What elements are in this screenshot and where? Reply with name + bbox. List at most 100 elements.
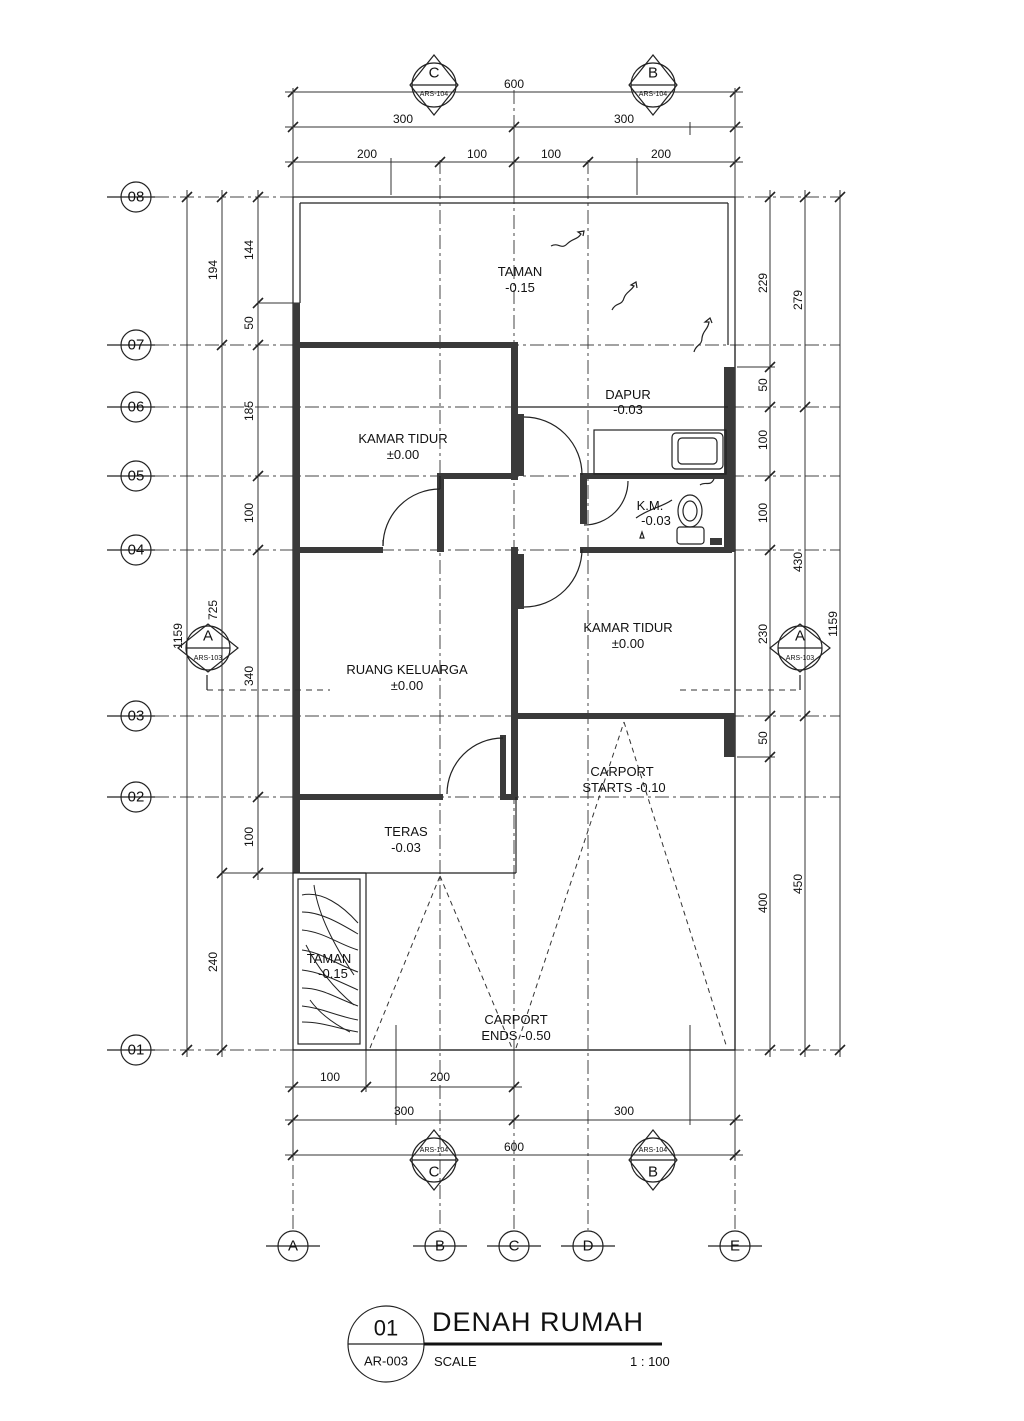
section-marker-bottom-b: ARS-104 B xyxy=(628,1129,678,1191)
room-dapur-level: -0.03 xyxy=(613,402,643,417)
dim-top-part-3: 100 xyxy=(541,147,561,161)
doors xyxy=(382,416,629,795)
section-marker-left-a: A ARS-103 xyxy=(177,623,239,673)
row-bubble-05: 05 xyxy=(107,460,155,492)
room-kamar-tidur-1-level: ±0.00 xyxy=(387,447,419,462)
room-kamar-tidur-1-name: KAMAR TIDUR xyxy=(358,431,447,446)
bottom-dimensions: 100 200 300 300 600 xyxy=(285,1025,743,1161)
column-bubble-b: B xyxy=(413,1230,467,1262)
section-cut-lines xyxy=(206,675,801,691)
top-dimensions: 600 300 300 200 100 100 200 xyxy=(285,77,743,195)
svg-text:08: 08 xyxy=(128,189,145,206)
taman-hatch xyxy=(301,884,359,1033)
row-bubble-06: 06 xyxy=(107,391,155,423)
dim-top-half-1: 300 xyxy=(393,112,413,126)
svg-text:B: B xyxy=(435,1238,445,1255)
column-bubble-d: D xyxy=(561,1230,615,1262)
fixtures xyxy=(593,429,727,545)
dim-top-part-1: 200 xyxy=(357,147,377,161)
dim-top-half-2: 300 xyxy=(614,112,634,126)
room-km-name: K.M. xyxy=(637,498,664,513)
row-bubble-02: 02 xyxy=(107,781,155,813)
row-bubble-08: 08 xyxy=(107,181,155,213)
svg-text:03: 03 xyxy=(128,708,145,725)
dim-right-mid-2: 430 xyxy=(791,552,805,572)
dim-right-inner-5: 230 xyxy=(756,624,770,644)
room-carport-end-name: CARPORT xyxy=(484,1012,547,1027)
room-carport-start-name: CARPORT xyxy=(590,764,653,779)
section-marker-top-b: B ARS-104 xyxy=(628,54,678,116)
room-labels: TAMAN -0.15 DAPUR -0.03 KAMAR TIDUR ±0.0… xyxy=(307,264,673,1043)
dim-left-inner-6: 100 xyxy=(242,827,256,847)
drawing-title: DENAH RUMAH xyxy=(432,1307,644,1337)
dim-right-inner-4: 100 xyxy=(756,503,770,523)
dim-right-inner-6: 50 xyxy=(756,731,770,745)
row-bubble-07: 07 xyxy=(107,329,155,361)
room-taman-top-name: TAMAN xyxy=(498,264,543,279)
room-ruang-keluarga-level: ±0.00 xyxy=(391,678,423,693)
room-taman-bottom-name: TAMAN xyxy=(307,951,352,966)
room-taman-bottom-level: -0.15 xyxy=(318,966,348,981)
row-bubble-01: 01 xyxy=(107,1034,155,1066)
dim-top-part-2: 100 xyxy=(467,147,487,161)
svg-text:C: C xyxy=(429,65,440,82)
dim-bottom-part-1: 100 xyxy=(320,1070,340,1084)
drawing-number: 01 xyxy=(374,1316,398,1341)
dim-bottom-total: 600 xyxy=(504,1140,524,1154)
svg-text:C: C xyxy=(429,1164,440,1181)
row-bubble-03: 03 xyxy=(107,700,155,732)
walls xyxy=(293,303,735,873)
room-dapur-name: DAPUR xyxy=(605,387,651,402)
dim-left-mid-1: 194 xyxy=(206,260,220,280)
garden-symbols xyxy=(550,230,713,353)
svg-text:ARS-104: ARS-104 xyxy=(420,1147,449,1154)
dim-left-mid-3: 240 xyxy=(206,952,220,972)
svg-text:04: 04 xyxy=(128,542,145,559)
svg-text:ARS-104: ARS-104 xyxy=(639,91,668,98)
svg-text:C: C xyxy=(509,1238,520,1255)
scale-value: 1 : 100 xyxy=(630,1354,670,1369)
dim-left-inner-1: 144 xyxy=(242,240,256,260)
column-bubble-a: A xyxy=(266,1230,320,1262)
dim-right-inner-7: 400 xyxy=(756,893,770,913)
svg-text:A: A xyxy=(203,628,213,645)
svg-text:D: D xyxy=(583,1238,594,1255)
svg-text:07: 07 xyxy=(128,337,145,354)
svg-text:ARS-104: ARS-104 xyxy=(420,91,449,98)
carport-slope-lines xyxy=(369,721,728,1049)
svg-text:E: E xyxy=(730,1238,740,1255)
dim-left-inner-4: 100 xyxy=(242,503,256,523)
dim-bottom-half-1: 300 xyxy=(394,1104,414,1118)
dim-left-inner-5: 340 xyxy=(242,666,256,686)
section-markers: C ARS-104 B ARS-104 ARS-104 C ARS-104 B xyxy=(177,54,831,1191)
room-ruang-keluarga-name: RUANG KELUARGA xyxy=(346,662,468,677)
room-kamar-tidur-2-level: ±0.00 xyxy=(612,636,644,651)
title-block: 01 AR-003 DENAH RUMAH SCALE 1 : 100 xyxy=(347,1305,670,1383)
svg-text:B: B xyxy=(648,1164,658,1181)
room-teras-name: TERAS xyxy=(384,824,428,839)
dim-left-inner-2: 50 xyxy=(242,316,256,330)
dim-right-mid-3: 450 xyxy=(791,874,805,894)
dim-left-outer: 1159 xyxy=(171,623,185,649)
column-bubble-c: C xyxy=(487,1230,541,1262)
svg-text:02: 02 xyxy=(128,789,145,806)
dim-left-inner-3: 185 xyxy=(242,401,256,421)
dim-right-inner-1: 229 xyxy=(756,273,770,293)
interior-lines xyxy=(293,406,735,1051)
row-bubble-04: 04 xyxy=(107,534,155,566)
dim-left-mid-2: 725 xyxy=(206,600,220,620)
room-teras-level: -0.03 xyxy=(391,840,421,855)
svg-text:ARS-104: ARS-104 xyxy=(639,1147,668,1154)
svg-text:06: 06 xyxy=(128,399,145,416)
column-grid-bubbles: A B C D E xyxy=(266,1230,762,1262)
left-dimensions: 1159 194 725 240 144 50 185 100 340 100 xyxy=(171,190,300,1057)
dim-right-outer: 1159 xyxy=(826,611,840,637)
row-grid-bubbles: 08 07 06 05 04 03 02 01 xyxy=(107,181,155,1066)
svg-text:ARS-103: ARS-103 xyxy=(786,655,815,662)
section-marker-bottom-c: ARS-104 C xyxy=(409,1129,459,1191)
room-kamar-tidur-2-name: KAMAR TIDUR xyxy=(583,620,672,635)
dim-top-part-4: 200 xyxy=(651,147,671,161)
dim-top-total: 600 xyxy=(504,77,524,91)
dim-bottom-half-2: 300 xyxy=(614,1104,634,1118)
